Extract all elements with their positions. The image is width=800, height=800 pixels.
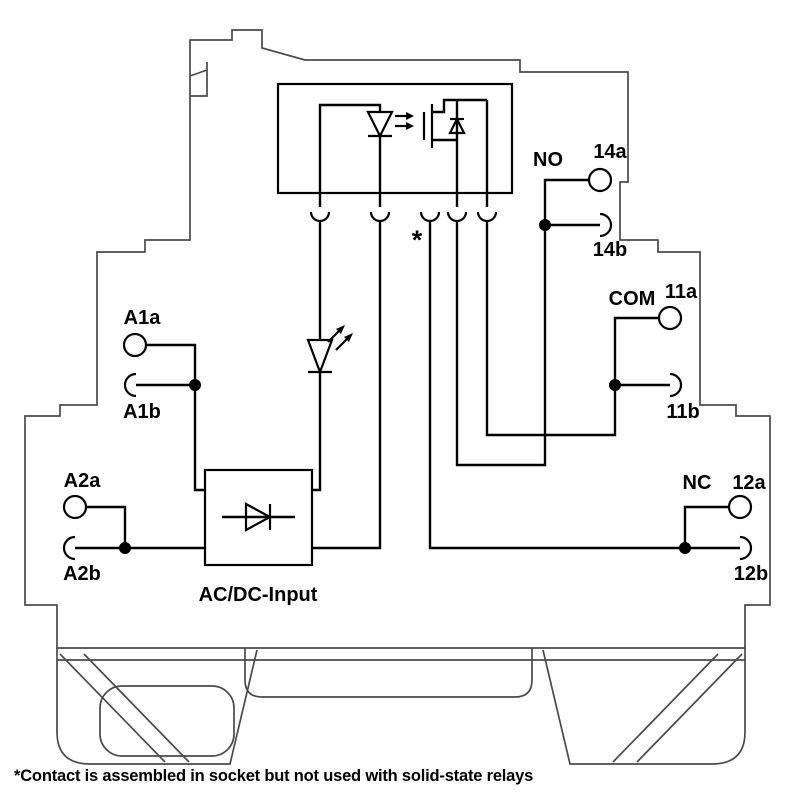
- status-led-arrow-1-head: [336, 325, 345, 334]
- label-11b: 11b: [666, 401, 699, 423]
- housing-outline: [24, 29, 771, 649]
- labels: A1a A1b A2a A2b NO 14a 14b COM 11a 11b N…: [14, 141, 768, 785]
- acdc-input-box: [203, 468, 314, 567]
- terminal-14b: [599, 212, 613, 238]
- label-11a: 11a: [665, 281, 698, 303]
- relay-internals: [276, 82, 514, 207]
- label-a2b: A2b: [63, 563, 101, 585]
- light-arrow-1-head: [406, 112, 414, 120]
- right-foot-outline: [542, 648, 746, 765]
- din-clip-tooth: [189, 69, 208, 77]
- label-a1a: A1a: [124, 307, 162, 329]
- junction-a2: [119, 542, 131, 554]
- terminal-a1b: [123, 372, 137, 398]
- junction-11: [609, 379, 621, 391]
- status-led-triangle: [306, 338, 334, 376]
- terminal-a2b: [62, 535, 76, 561]
- wire-12a: [683, 505, 729, 548]
- wire-com-to-contact5: [485, 221, 617, 437]
- opto-led-triangle: [366, 110, 394, 139]
- label-com: COM: [609, 288, 656, 310]
- opto-led-anode-wire: [318, 103, 382, 207]
- socket-contact-3-unused: [419, 211, 441, 223]
- junction-14: [539, 219, 551, 231]
- wire-11a: [613, 316, 659, 385]
- body-diode-triangle: [448, 116, 466, 135]
- terminal-11b: [669, 372, 683, 398]
- footnote: *Contact is assembled in socket but not …: [14, 767, 533, 785]
- label-nc: NC: [683, 472, 712, 494]
- label-a1b: A1b: [123, 401, 161, 423]
- wire-no-to-contact4: [455, 221, 547, 467]
- right-foot-latch: [612, 653, 743, 763]
- label-12a: 12a: [732, 472, 766, 494]
- label-a2a: A2a: [64, 470, 102, 492]
- socket-contact-4: [446, 211, 468, 223]
- acdc-diode-triangle: [244, 502, 273, 532]
- label-no: NO: [533, 149, 563, 171]
- junction-12: [679, 542, 691, 554]
- wire-a1-to-acdc: [193, 385, 205, 492]
- rail-channel: [244, 648, 533, 698]
- left-foot-slot: [99, 685, 235, 757]
- wire-led-to-acdc: [312, 372, 322, 492]
- socket-contact-5: [476, 211, 498, 223]
- status-led-arrow-2: [335, 337, 349, 351]
- terminal-a2a: [62, 494, 88, 520]
- housing: [24, 29, 771, 765]
- terminal-12b: [739, 535, 753, 561]
- relay-box: [276, 82, 514, 195]
- terminal-12a: [727, 494, 753, 520]
- status-led-arrow-1: [327, 329, 341, 343]
- wire-a2a: [86, 505, 127, 548]
- din-clip-seam: [190, 62, 208, 97]
- terminal-11a: [657, 305, 683, 331]
- status-led-arrow-2-head: [344, 333, 353, 342]
- wire-a1a: [146, 343, 197, 385]
- label-14b: 14b: [593, 239, 627, 261]
- socket-contacts: [309, 211, 498, 223]
- terminal-14a: [587, 167, 613, 193]
- asterisk-mark: *: [412, 225, 423, 255]
- wire-contact2-to-acdc: [312, 221, 382, 550]
- mosfet-drain-wire: [432, 98, 487, 114]
- label-14a: 14a: [593, 141, 627, 163]
- junction-a1: [189, 379, 201, 391]
- wire-14a: [543, 178, 589, 225]
- socket-contact-2: [369, 211, 391, 223]
- socket-contact-1: [309, 211, 331, 223]
- label-acdc-input: AC/DC-Input: [199, 584, 318, 606]
- light-arrow-2-head: [406, 122, 414, 130]
- left-foot-outline: [56, 648, 258, 765]
- left-foot-latch: [59, 653, 190, 763]
- socket-wiring: [62, 167, 753, 567]
- wire-nc-to-contact3: [428, 221, 685, 550]
- label-12b: 12b: [734, 563, 768, 585]
- terminal-a1a: [122, 332, 148, 358]
